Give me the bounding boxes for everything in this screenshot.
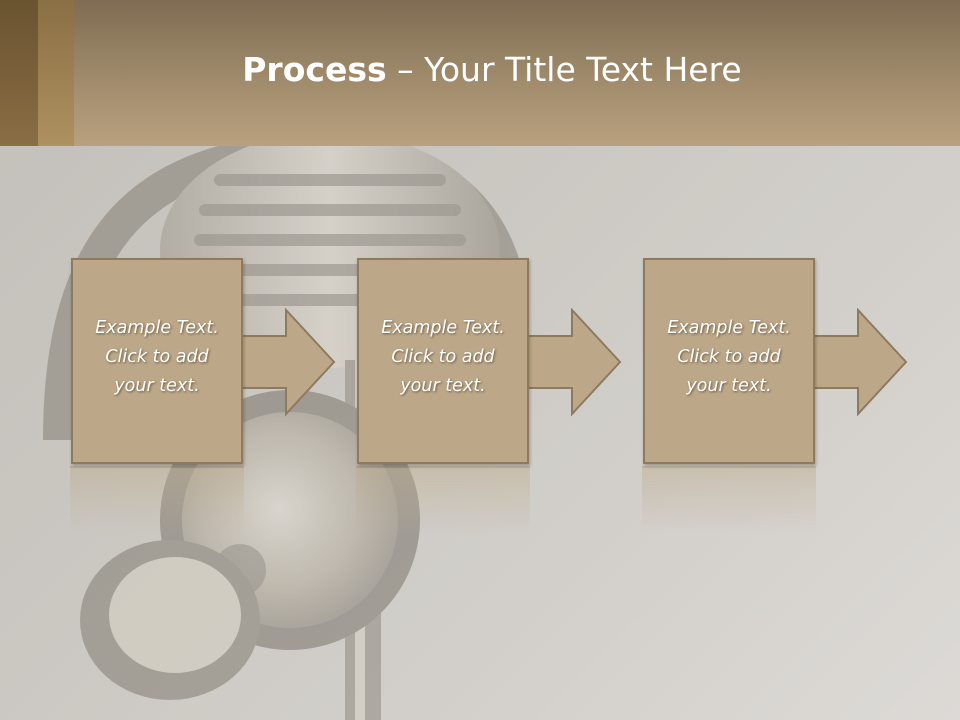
right-arrow-icon [240,308,336,416]
slide-title[interactable]: Process – Your Title Text Here [74,50,910,89]
title-accent-mid [38,0,74,146]
step-box-1[interactable]: Example Text. Click to add your text. [71,258,243,464]
step-reflection-3 [642,466,816,536]
step-box-2[interactable]: Example Text. Click to add your text. [357,258,529,464]
title-rest: – Your Title Text Here [386,50,742,89]
title-bold: Process [242,50,387,89]
step-text-2[interactable]: Example Text. Click to add your text. [381,318,505,396]
step-box-3[interactable]: Example Text. Click to add your text. [643,258,815,464]
step-text-1[interactable]: Example Text. Click to add your text. [95,318,219,396]
step-reflection-1 [70,466,244,536]
step-text-3[interactable]: Example Text. Click to add your text. [667,318,791,396]
step-reflection-2 [356,466,530,536]
right-arrow-icon [526,308,622,416]
right-arrow-icon [812,308,908,416]
title-bar [0,0,960,146]
title-accent-dark [0,0,38,146]
